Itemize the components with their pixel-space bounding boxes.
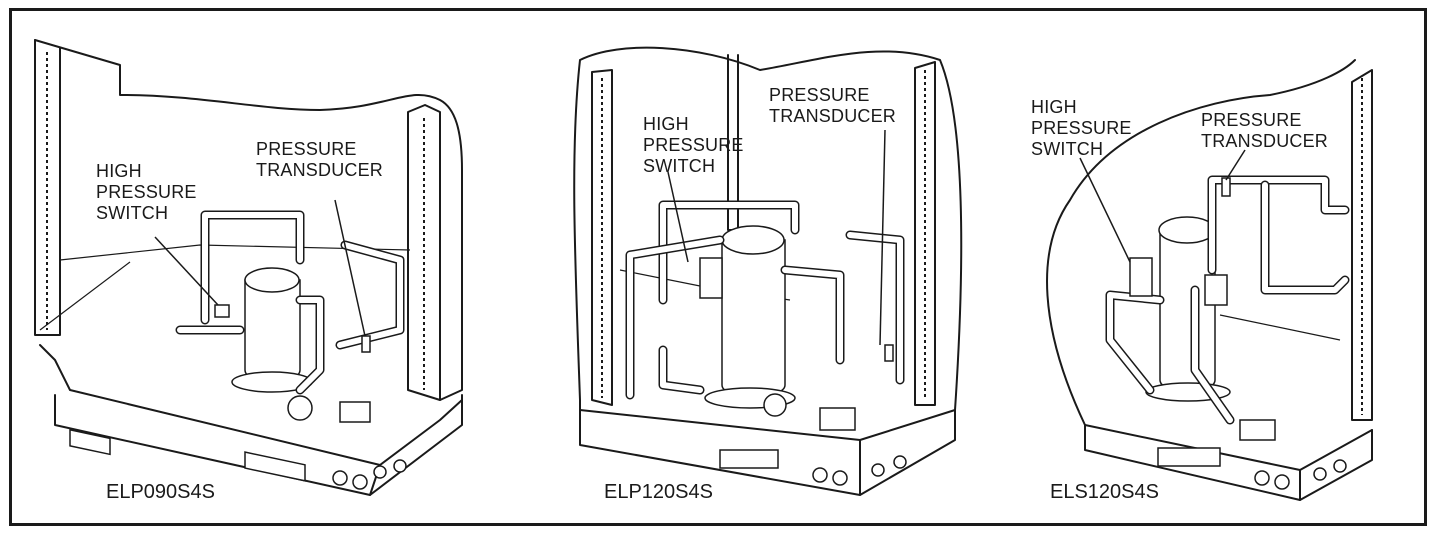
figure-frame [9,8,1427,526]
unit1-high-pressure-switch-label: HIGH PRESSURE SWITCH [96,161,197,223]
unit3-service-valve [1239,419,1276,441]
unit2-hps-leader [667,171,689,263]
unit-els120s4s-drawing [1046,59,1373,501]
unit2-pt-leader [879,129,886,346]
unit2-high-pressure-switch-label: HIGH PRESSURE SWITCH [643,114,744,176]
unit1-left-coil-wall [34,39,61,336]
unit3-cutaway-outline [1046,59,1356,426]
unit3-hps-leader [1079,157,1131,263]
unit3-handle-slot [1157,447,1221,467]
unit1-compressor [231,267,313,393]
unit1-base-pan [39,344,463,466]
unit-elp090s4s-drawing [34,39,463,496]
unit1-high-pressure-switch-part [214,304,230,318]
unit2-right-coil-wall [914,61,936,406]
unit2-left-coil-wall [591,69,613,406]
unit1-model-label: ELP090S4S [106,481,215,503]
unit1-pressure-transducer-label: PRESSURE TRANSDUCER [256,139,384,180]
unit2-high-pressure-switch-part [699,257,723,299]
unit1-hps-leader [154,236,219,306]
unit1-pt-leader [334,199,366,337]
unit1-right-coil-wall [407,104,441,401]
unit3-high-pressure-switch-part [1129,257,1153,297]
unit3-pressure-transducer-part [1221,177,1231,197]
unit3-pressure-transducer-label: PRESSURE TRANSDUCER [1201,110,1329,151]
unit3-compressor [1145,216,1231,402]
unit2-service-valve [763,393,787,417]
unit1-service-valve [287,395,313,421]
unit2-pressure-transducer-part [884,344,894,362]
unit1-cutaway-outline [34,39,463,401]
unit2-cutaway-outline [573,46,963,411]
unit3-base-pan [1084,424,1373,471]
unit2-model-label: ELP120S4S [604,481,713,503]
unit3-high-pressure-switch-label: HIGH PRESSURE SWITCH [1031,97,1132,159]
unit1-handle-slot [244,451,306,482]
unit1-pressure-transducer-part [361,335,371,353]
unit2-handle-slot [719,449,779,469]
unit3-model-label: ELS120S4S [1050,481,1159,503]
unit1-access-slot [69,428,111,456]
unit2-pressure-transducer-label: PRESSURE TRANSDUCER [769,85,897,126]
unit2-compressor [704,225,796,409]
unit2-base-pan [579,409,956,441]
unit3-pt-leader [1225,149,1246,181]
unit3-right-coil-wall [1351,69,1373,421]
unit-elp120s4s-drawing [573,46,963,496]
